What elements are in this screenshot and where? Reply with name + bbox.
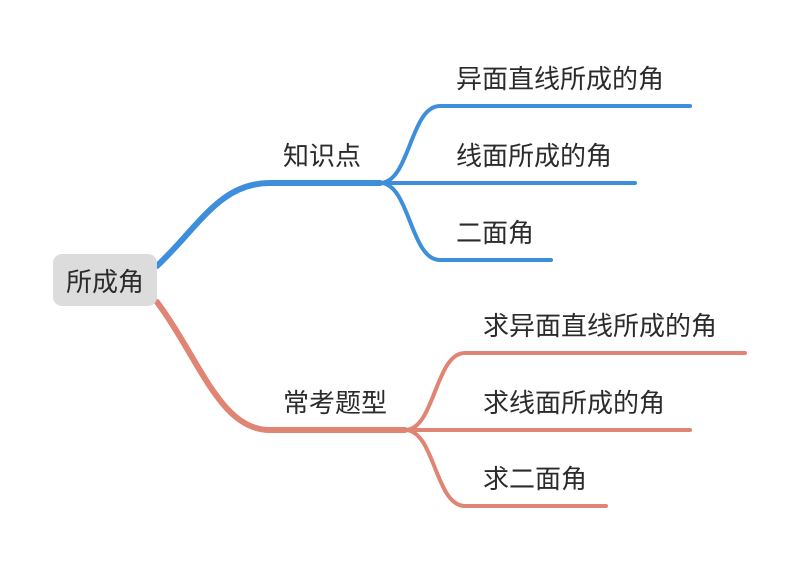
leaf-node-dihedral-angle[interactable]: 二面角 — [456, 221, 534, 247]
leaf-node-label: 求线面所成的角 — [483, 389, 666, 419]
connector-root-to-knowledge — [154, 180, 383, 269]
leaf-node-find-skew-lines-angle[interactable]: 求异面直线所成的角 — [483, 314, 717, 340]
leaf-node-skew-lines-angle[interactable]: 异面直线所成的角 — [456, 67, 664, 93]
leaf-node-find-line-plane-angle[interactable]: 求线面所成的角 — [483, 391, 665, 417]
root-node[interactable]: 所成角 — [53, 254, 157, 306]
connector-root-to-question-types — [154, 299, 408, 433]
branch-node-question-types-label: 常考题型 — [283, 389, 388, 419]
branch-node-knowledge-label: 知识点 — [283, 142, 362, 172]
connector-question-child-3 — [403, 428, 608, 508]
branch-node-knowledge[interactable]: 知识点 — [283, 144, 361, 170]
root-node-label: 所成角 — [65, 267, 144, 298]
leaf-node-line-plane-angle[interactable]: 线面所成的角 — [456, 144, 612, 170]
connector-question-child-1 — [403, 351, 747, 432]
leaf-node-label: 求二面角 — [483, 465, 588, 495]
leaf-node-label: 异面直线所成的角 — [456, 65, 665, 95]
leaf-node-label: 二面角 — [456, 219, 535, 249]
connector-knowledge-child-1 — [378, 104, 692, 185]
branch-node-question-types[interactable]: 常考题型 — [283, 391, 387, 417]
leaf-node-label: 线面所成的角 — [456, 142, 613, 172]
connector-knowledge-child-3 — [378, 181, 553, 262]
leaf-node-label: 求异面直线所成的角 — [483, 312, 718, 342]
leaf-node-find-dihedral-angle[interactable]: 求二面角 — [483, 467, 587, 493]
